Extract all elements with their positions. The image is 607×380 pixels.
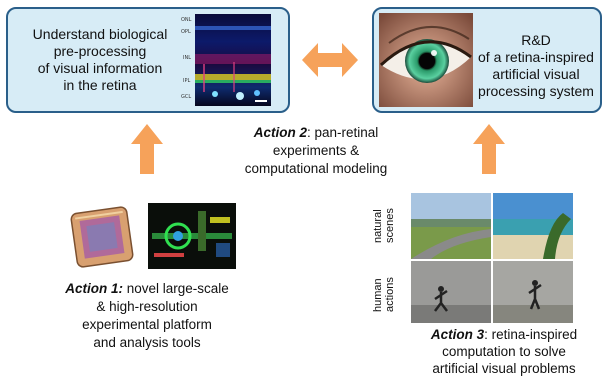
natural-scenes-label: natural scenes bbox=[372, 196, 396, 256]
retina-histology-image bbox=[195, 14, 271, 106]
action1-label: Action 1: novel large-scale & high-resol… bbox=[52, 280, 242, 352]
up-arrow-left bbox=[131, 124, 163, 174]
rnd-line: processing system bbox=[478, 83, 594, 99]
action1-title: Action 1: bbox=[65, 281, 123, 296]
action3-line: : retina-inspired bbox=[484, 327, 578, 342]
action3-line: computation to solve bbox=[442, 344, 566, 359]
action3-title: Action 3 bbox=[430, 327, 485, 342]
eye-image bbox=[379, 13, 473, 107]
rnd-line: of a retina-inspired bbox=[478, 49, 594, 65]
action1-line: experimental platform bbox=[82, 317, 212, 332]
photo-road bbox=[411, 193, 491, 259]
action3-label: Action 3: retina-inspired computation to… bbox=[404, 326, 604, 377]
layer-label: GCL bbox=[181, 94, 192, 100]
rnd-line: artificial visual bbox=[492, 66, 580, 82]
human-label-line: human bbox=[372, 278, 384, 312]
action2-line: experiments & bbox=[272, 143, 360, 158]
up-arrow-right bbox=[473, 124, 505, 174]
double-arrow bbox=[302, 43, 358, 77]
photo-beach bbox=[493, 193, 573, 259]
photo-person-running bbox=[411, 261, 491, 323]
natural-label-line: scenes bbox=[384, 208, 396, 244]
layer-label: IPL bbox=[183, 78, 191, 84]
biology-line: in the retina bbox=[63, 77, 137, 93]
rig-image bbox=[148, 203, 236, 269]
action2-title: Action 2 bbox=[253, 125, 307, 140]
natural-label-line: natural bbox=[372, 209, 384, 243]
chip-image bbox=[70, 206, 134, 268]
layer-label: OPL bbox=[181, 29, 191, 35]
rnd-box-text: R&D of a retina-inspired artificial visu… bbox=[476, 32, 596, 100]
human-actions-label: human actions bbox=[372, 266, 396, 324]
action2-line: : pan-retinal bbox=[306, 125, 379, 140]
action1-line: & high-resolution bbox=[96, 299, 198, 314]
action1-line: and analysis tools bbox=[93, 335, 201, 350]
action1-line: novel large-scale bbox=[122, 281, 229, 296]
biology-line: of visual information bbox=[37, 60, 163, 76]
photo-person-walking bbox=[493, 261, 573, 323]
action2-line: computational modeling bbox=[244, 161, 388, 176]
rnd-line: R&D bbox=[521, 32, 551, 48]
biology-line: pre-processing bbox=[53, 43, 147, 59]
layer-label: ONL bbox=[181, 17, 192, 23]
action3-line: artificial visual problems bbox=[432, 361, 576, 376]
layer-label: INL bbox=[183, 55, 192, 61]
biology-box-text: Understand biological pre-processing of … bbox=[12, 26, 188, 94]
human-label-line: actions bbox=[384, 277, 396, 313]
action2-label: Action 2: pan-retinal experiments & comp… bbox=[226, 124, 406, 178]
biology-line: Understand biological bbox=[32, 26, 168, 42]
